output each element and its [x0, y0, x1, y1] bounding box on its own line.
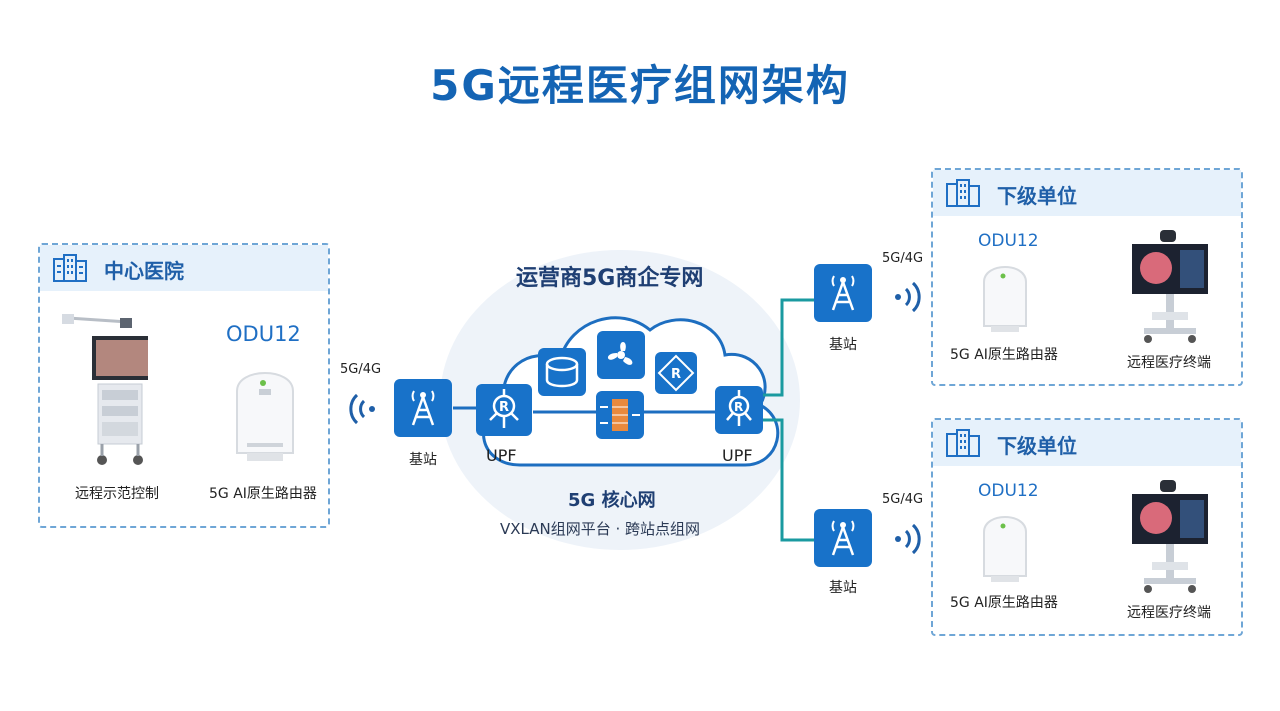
router-icon: R: [655, 352, 697, 394]
page-title: 5G远程医疗组网架构: [430, 61, 850, 110]
sub-unit-title-2: 下级单位: [997, 434, 1077, 458]
base-station-icon: [394, 379, 452, 437]
building-icon: [945, 178, 981, 212]
sub2-terminal-label: 远程医疗终端: [1127, 605, 1211, 621]
sub-unit-header-2: 下级单位: [933, 420, 1241, 466]
network-title: 运营商5G商企专网: [516, 266, 704, 291]
building-icon: [52, 253, 88, 287]
sub2-telemedicine-terminal-icon: [1130, 478, 1210, 598]
odu-router-icon: [233, 357, 297, 469]
sub1-base-station-icon: [814, 264, 872, 322]
hospital-device1-label: 远程示范控制: [75, 486, 159, 502]
center-hospital-header: 中心医院: [40, 245, 328, 291]
firewall-icon: [596, 391, 644, 439]
svg-text:R: R: [734, 400, 743, 414]
sub1-base-label: 基站: [829, 337, 857, 353]
center-hospital-title: 中心医院: [104, 259, 184, 283]
switch-icon: [538, 348, 586, 396]
sub2-odu-label: ODU12: [978, 481, 1039, 501]
fan-icon: [597, 331, 645, 379]
sub2-odu-router-icon: [981, 506, 1029, 590]
sub2-wifi-signal-icon: [890, 522, 924, 560]
hospital-device2-label: 5G AI原生路由器: [209, 486, 317, 502]
connector-top: [762, 298, 814, 397]
upf-right-label: UPF: [722, 446, 753, 465]
core-subtitle: VXLAN组网平台 · 跨站点组网: [500, 520, 701, 538]
connector-bottom: [762, 418, 814, 542]
sub1-odu-label: ODU12: [978, 231, 1039, 251]
sub1-link-label: 5G/4G: [882, 251, 924, 266]
sub1-terminal-label: 远程医疗终端: [1127, 355, 1211, 371]
upf-left-router-icon: R: [476, 384, 532, 436]
wifi-signal-icon: [346, 392, 380, 430]
svg-text:R: R: [671, 367, 681, 382]
hospital-base-label: 基站: [409, 452, 437, 468]
sub-unit-title-1: 下级单位: [997, 184, 1077, 208]
medical-cart-icon: [58, 308, 152, 472]
core-title: 5G 核心网: [568, 490, 656, 511]
sub2-router-label: 5G AI原生路由器: [950, 595, 1058, 611]
svg-text:R: R: [499, 400, 509, 415]
hospital-odu-label: ODU12: [226, 322, 301, 346]
sub1-odu-router-icon: [981, 256, 1029, 340]
hospital-link-label: 5G/4G: [340, 362, 382, 377]
sub1-router-label: 5G AI原生路由器: [950, 347, 1058, 363]
upf-left-label: UPF: [486, 446, 517, 465]
sub1-telemedicine-terminal-icon: [1130, 228, 1210, 348]
upf-right-router-icon: R: [715, 386, 763, 434]
sub2-base-station-icon: [814, 509, 872, 567]
sub-unit-header-1: 下级单位: [933, 170, 1241, 216]
building-icon: [945, 428, 981, 462]
sub2-base-label: 基站: [829, 580, 857, 596]
sub2-link-label: 5G/4G: [882, 492, 924, 507]
sub1-wifi-signal-icon: [890, 280, 924, 318]
